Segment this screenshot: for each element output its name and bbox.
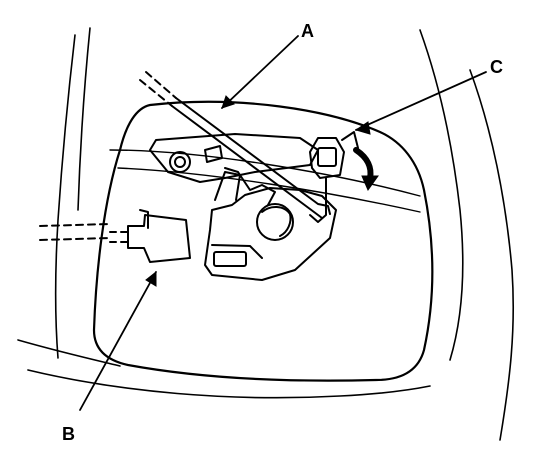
clip-tab (341, 131, 359, 149)
callout-c-label: C (490, 57, 503, 77)
actuator-housing (204, 187, 337, 281)
service-opening (92, 100, 434, 382)
harness-dashed-1 (39, 223, 111, 227)
rod-dashed-1 (145, 71, 177, 99)
rotation-arrow-icon (353, 147, 379, 192)
stiffener-bottom (117, 167, 421, 213)
arrowhead-c (354, 121, 371, 135)
bracket-slot (204, 145, 223, 163)
bottom-panel-edge (27, 369, 431, 399)
latch-actuator (204, 167, 337, 281)
left-lower-panel-edge (17, 339, 121, 367)
lock-rod-a (139, 71, 331, 219)
leader-arrowheads (145, 95, 371, 287)
rod-upper-edge (175, 97, 331, 215)
leader-lines (79, 35, 487, 411)
arrowhead-b (145, 270, 157, 287)
actuator-lower-detail (211, 244, 263, 259)
connector-latch (139, 209, 149, 229)
clip-body (309, 137, 345, 179)
right-panel-outer-edge (469, 69, 515, 441)
connector-body (127, 214, 191, 263)
clip-window (317, 147, 337, 167)
harness-dashed-2 (39, 237, 111, 241)
bracket-body (149, 133, 319, 183)
left-panel-edge (54, 34, 76, 359)
actuator-upper (224, 167, 276, 206)
right-panel-edge (419, 29, 464, 361)
latch-bracket (149, 133, 319, 183)
door-panel-outline (17, 27, 515, 441)
callout-b-label: B (62, 424, 75, 444)
callout-a-label: A (301, 21, 314, 41)
connector-b (39, 209, 191, 263)
bracket-bolt-hole (169, 151, 191, 173)
actuator-arm (214, 171, 241, 201)
bracket-bolt-hole-inner (174, 156, 186, 168)
rod-dashed-2 (139, 79, 173, 107)
actuator-pivot (256, 203, 294, 241)
left-panel-inner-edge (77, 27, 91, 211)
leader-b (79, 271, 157, 411)
leader-a (221, 35, 299, 109)
rod-lower-edge (171, 105, 323, 219)
actuator-pivot-cam (261, 206, 292, 237)
arrowhead-a (221, 95, 235, 109)
leader-c (355, 71, 487, 131)
actuator-connector-slot (213, 251, 247, 267)
lock-rod-clip (309, 131, 359, 223)
